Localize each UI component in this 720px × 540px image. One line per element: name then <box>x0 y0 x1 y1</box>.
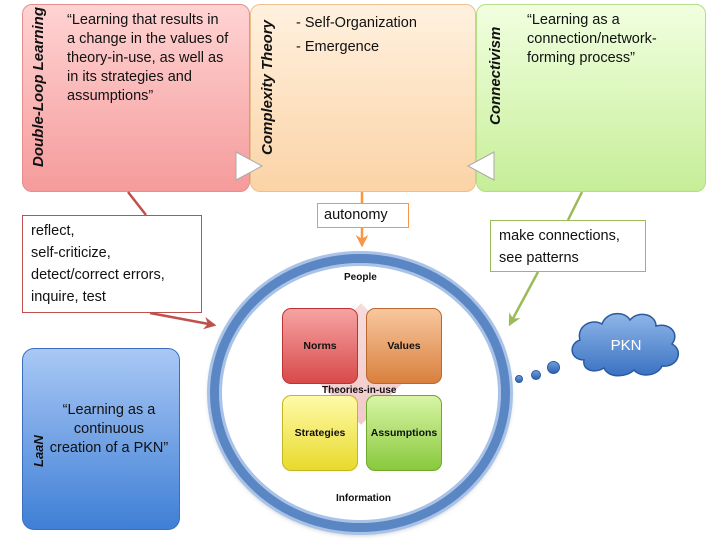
callout-line: inquire, test <box>31 289 106 305</box>
quote-line: assumptions” <box>67 88 154 104</box>
callout-line: see patterns <box>499 250 579 266</box>
quote-line: theory-in-use, as well as <box>67 50 224 66</box>
theories-in-use-label: Theories-in-use <box>322 385 397 396</box>
laan-box: LaaN “Learning as a continuous creation … <box>22 348 180 530</box>
quote-line: creation of a PKN” <box>49 440 169 456</box>
callout-line: self-criticize, <box>31 245 111 261</box>
pkn-label: PKN <box>611 337 642 354</box>
connectivism-quote: “Learning as a connection/network- formi… <box>527 11 703 68</box>
green-connector-bottom <box>508 271 540 327</box>
list-item: - Emergence <box>296 39 380 55</box>
thought-dot <box>515 375 523 383</box>
quote-line: “Learning as a <box>62 402 156 418</box>
connectivism-panel: Connectivism “Learning as a connection/n… <box>476 4 706 192</box>
quote-line: “Learning that results in <box>67 12 219 28</box>
people-label: People <box>344 272 377 283</box>
callout-line: reflect, <box>31 223 75 239</box>
green-connector-top <box>566 191 584 221</box>
triangle-left-right <box>235 151 264 181</box>
red-connector-bottom <box>149 311 217 330</box>
callout-line: make connections, <box>499 228 620 244</box>
thought-dot <box>547 361 560 374</box>
double-loop-learning-panel: Double-Loop Learning “Learning that resu… <box>22 4 250 192</box>
double-loop-learning-quote: “Learning that results in a change in th… <box>67 11 249 106</box>
complexity-theory-panel: Complexity Theory - Self-Organization - … <box>250 4 476 192</box>
pkn-cloud: PKN <box>571 312 680 377</box>
quote-line: in its strategies and <box>67 69 192 85</box>
quote-line: continuous <box>73 421 145 437</box>
information-label: Information <box>336 493 391 504</box>
autonomy-callout: autonomy <box>317 203 409 228</box>
double-loop-callout: reflect, self-criticize, detect/correct … <box>22 215 202 313</box>
triangle-right-left <box>466 151 495 181</box>
list-item: - Self-Organization <box>296 15 417 31</box>
assumptions-quadrant: Assumptions <box>366 395 442 471</box>
complexity-theory-items: - Self-Organization - Emergence <box>296 11 471 59</box>
quote-line: a change in the values of <box>67 31 229 47</box>
red-connector-top <box>127 191 147 216</box>
callout-line: detect/correct errors, <box>31 267 165 283</box>
laan-quote: “Learning as a continuous creation of a … <box>41 401 177 458</box>
quote-line: “Learning as a <box>527 12 620 28</box>
quote-line: connection/network- <box>527 31 657 47</box>
values-quadrant: Values <box>366 308 442 384</box>
norms-quadrant: Norms <box>282 308 358 384</box>
strategies-quadrant: Strategies <box>282 395 358 471</box>
quote-line: forming process” <box>527 50 635 66</box>
connectivism-callout: make connections, see patterns <box>490 220 646 272</box>
thought-dot <box>531 370 541 380</box>
